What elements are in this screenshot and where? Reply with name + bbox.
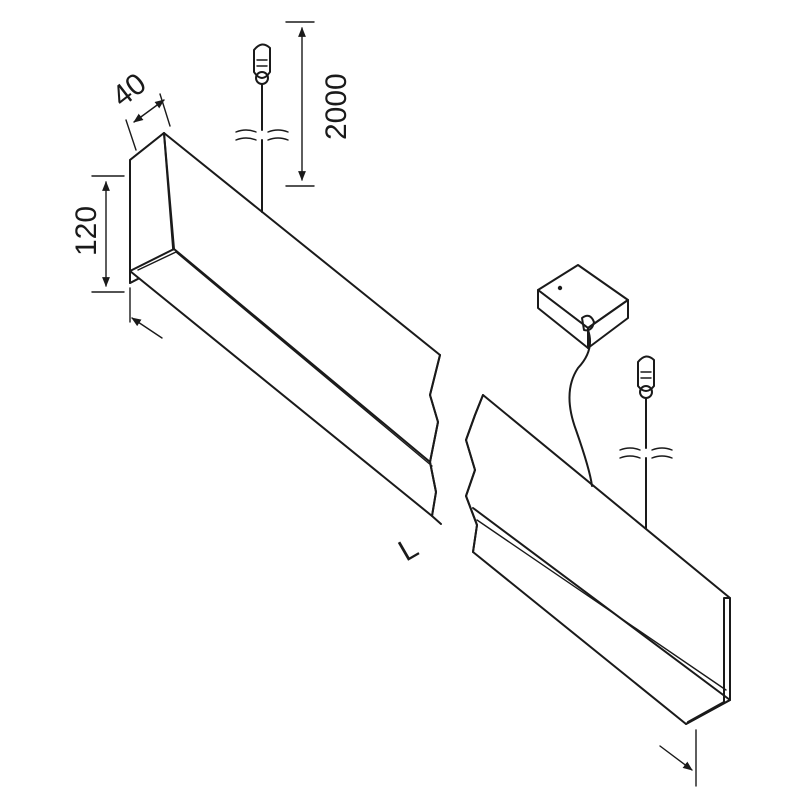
left-fixture-body <box>129 132 442 525</box>
dimension-cable-length: 2000 <box>285 21 353 187</box>
right-fixture-body <box>465 394 731 725</box>
canopy-box-icon <box>537 264 629 349</box>
break-mark-icon <box>465 394 484 553</box>
dimension-label-2000: 2000 <box>320 73 353 140</box>
power-cable-icon <box>568 329 593 487</box>
right-bottom-edge <box>472 507 731 701</box>
right-suspension <box>619 355 673 529</box>
left-suspension <box>235 43 289 213</box>
break-mark-icon <box>235 129 289 141</box>
dimension-label-L: L <box>393 531 424 568</box>
break-mark-icon <box>429 354 442 525</box>
right-top-face <box>465 394 731 725</box>
right-end-cap <box>685 597 731 725</box>
break-mark-icon <box>619 447 673 459</box>
ceiling-hook-icon <box>637 355 655 399</box>
dimension-height: 120 <box>70 175 125 293</box>
left-inner-edge <box>163 132 175 250</box>
ceiling-hook-icon <box>253 43 271 85</box>
left-bottom-groove <box>137 251 433 467</box>
right-bottom-groove <box>476 519 727 691</box>
dimension-label-40: 40 <box>106 67 153 114</box>
dimension-label-120: 120 <box>70 206 103 256</box>
